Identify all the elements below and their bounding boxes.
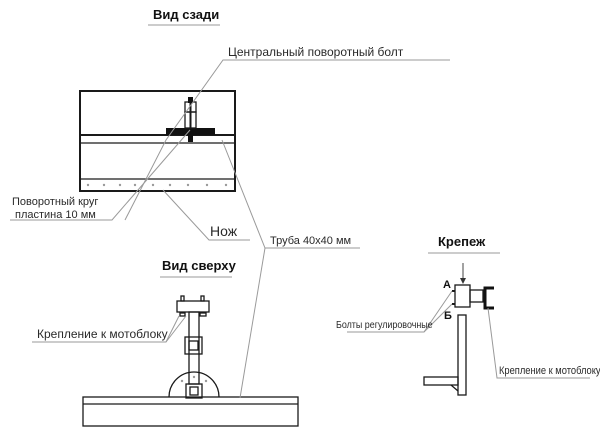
callout-mount-top-view: Крепление к мотоблоку xyxy=(37,327,168,341)
bracket-bolt xyxy=(180,295,185,302)
central-bolt xyxy=(166,97,215,142)
leader-pipe-rear xyxy=(221,139,360,249)
point-a-label: А xyxy=(443,279,451,291)
knife-hole xyxy=(186,183,190,187)
callout-knife: Нож xyxy=(210,223,238,239)
top-view: Вид сверху xyxy=(82,258,299,427)
fastener-title: Крепеж xyxy=(438,234,486,249)
callout-pipe: Труба 40х40 мм xyxy=(270,235,351,247)
rear-view-title: Вид сзади xyxy=(153,7,219,22)
arrow-head-icon xyxy=(460,278,466,284)
adjust-block xyxy=(454,284,471,308)
leader-pipe-top xyxy=(239,247,266,399)
bolt-head xyxy=(188,97,193,103)
callout-turn-circle-line2: пластина 10 мм xyxy=(15,209,96,221)
turn-circle-hole xyxy=(192,375,196,379)
callout-adjusting-bolts: Болты регулировочные xyxy=(336,319,433,331)
pivot-block xyxy=(185,383,203,399)
knife-hole xyxy=(102,183,106,187)
leader-knife xyxy=(162,189,250,241)
bracket-nut xyxy=(199,312,207,317)
turn-circle-hole xyxy=(180,379,184,383)
leader-central-bolt xyxy=(124,59,450,221)
top-view-title: Вид сверху xyxy=(162,258,237,273)
knife-hole xyxy=(86,183,90,187)
turn-circle-hole xyxy=(204,379,208,383)
callout-turn-circle-line1: Поворотный круг xyxy=(12,196,98,208)
bracket-nut xyxy=(179,312,186,317)
turn-plate xyxy=(166,128,215,135)
knife-holes xyxy=(86,183,228,187)
leader-adjust-bolt-b xyxy=(423,303,453,333)
arm-clamp xyxy=(184,336,203,355)
blade-top-outline xyxy=(82,396,299,427)
foot-plate xyxy=(423,376,459,386)
callout-central-bolt: Центральный поворотный болт xyxy=(228,45,404,59)
leader-mount-top-2 xyxy=(165,315,187,343)
point-b-label: Б xyxy=(444,310,452,322)
blade-frame xyxy=(79,90,236,192)
blade-outline xyxy=(79,90,236,192)
leader-mount-fastener xyxy=(487,307,590,379)
pivot-block-inner xyxy=(189,386,199,396)
knife-hole xyxy=(133,183,137,187)
leader-turn-circle xyxy=(10,129,191,221)
turn-circle xyxy=(168,371,220,398)
bracket-bolt xyxy=(200,295,205,302)
knife-hole xyxy=(224,183,228,187)
bolt-tail xyxy=(188,135,193,142)
c-bracket xyxy=(483,286,494,310)
fastener-view: Крепеж А Б xyxy=(423,234,500,396)
knife-hole xyxy=(205,183,209,187)
vertical-post xyxy=(457,314,467,396)
connector xyxy=(469,289,484,303)
knife-hole xyxy=(151,183,155,187)
knife-hole xyxy=(168,183,172,187)
arm-clamp-inner xyxy=(188,340,199,351)
mount-bracket xyxy=(176,300,210,313)
callout-mount-fastener: Крепление к мотоблоку xyxy=(499,364,600,377)
foot-gusset xyxy=(450,384,459,392)
leader-lines xyxy=(10,59,590,399)
knife-hole xyxy=(118,183,122,187)
rear-view: Вид сзади xyxy=(79,7,236,192)
